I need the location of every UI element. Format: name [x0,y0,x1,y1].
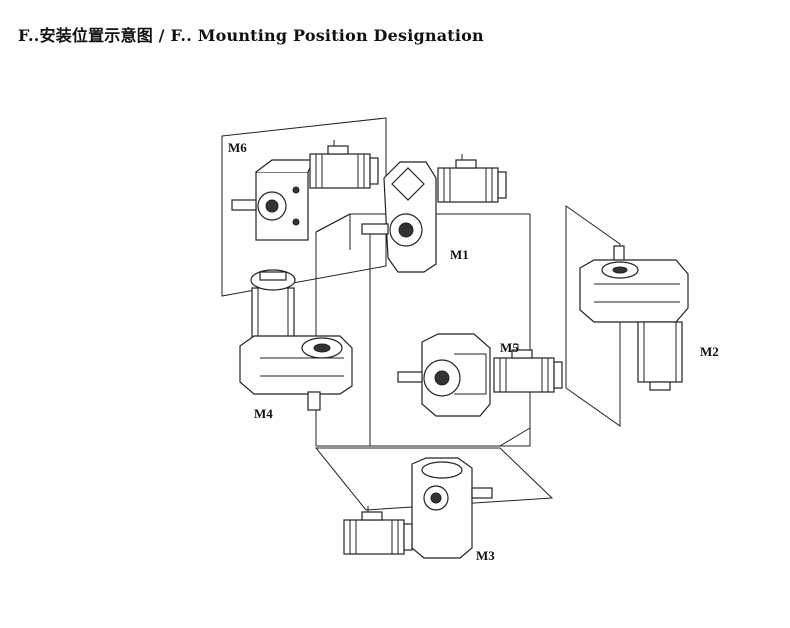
gear-motor-m1 [361,153,507,273]
plane-m3 [314,447,554,511]
label-m1: M1 [450,247,469,262]
gear-motor-m5 [397,333,563,417]
gear-motor-m4 [239,269,353,411]
label-m4: M4 [254,406,273,421]
gear-motor-m3 [343,457,493,559]
label-m2: M2 [700,344,719,359]
gear-motor-m2 [579,245,689,391]
label-m6: M6 [228,140,247,155]
plane-m6 [221,117,387,297]
gear-motor-m6 [231,139,379,241]
label-m5: M5 [500,340,519,355]
page-title: F..安装位置示意图 / F.. Mounting Position Desig… [18,26,484,45]
label-m3: M3 [476,548,495,563]
plane-m2 [565,205,621,427]
